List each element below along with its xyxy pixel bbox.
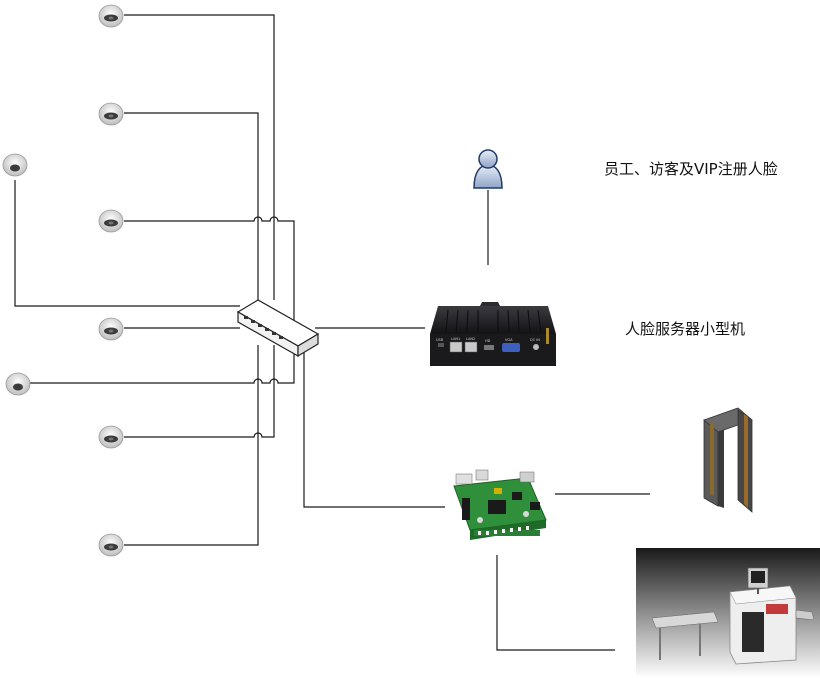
vga-port-label: VGA bbox=[505, 338, 513, 342]
controller-board-icon bbox=[453, 469, 547, 540]
xray-scanner-icon bbox=[636, 548, 820, 678]
line-camera-6 bbox=[124, 345, 259, 546]
line-camera-2 bbox=[124, 112, 259, 300]
dc-port-label: DC IN bbox=[530, 338, 540, 342]
lan2-port-label: LAN2 bbox=[466, 337, 475, 341]
dome-camera-icon bbox=[98, 317, 124, 341]
face-registration-label: 员工、访客及VIP注册人脸 bbox=[604, 160, 778, 178]
metal-detector-gate-icon bbox=[703, 407, 753, 513]
dome-camera-icon bbox=[98, 533, 124, 557]
dome-camera-icon bbox=[5, 372, 31, 396]
line-camera-left-1 bbox=[14, 180, 240, 307]
line-controller-xray bbox=[496, 555, 615, 651]
hdmi-port-label: HD bbox=[485, 339, 491, 343]
line-camera-1 bbox=[124, 14, 275, 300]
dome-camera-icon bbox=[98, 209, 124, 233]
line-switch-controller bbox=[303, 352, 445, 508]
dome-camera-icon bbox=[98, 102, 124, 126]
dome-camera-icon bbox=[98, 4, 124, 28]
network-switch-icon bbox=[236, 299, 320, 358]
line-camera-5 bbox=[124, 345, 275, 438]
line-camera-left-2 bbox=[30, 345, 295, 384]
connection-lines bbox=[14, 14, 650, 651]
face-server-label: 人脸服务器小型机 bbox=[625, 320, 746, 338]
dome-camera-icon bbox=[98, 425, 124, 449]
line-camera-3 bbox=[124, 216, 295, 330]
dome-camera-icon bbox=[2, 153, 28, 177]
lan1-port-label: LAN1 bbox=[451, 337, 460, 341]
mini-pc-icon: LAN1 LAN2 HD VGA DC IN USB bbox=[430, 302, 556, 366]
person-icon bbox=[473, 149, 503, 189]
usb-port-label: USB bbox=[436, 338, 444, 342]
